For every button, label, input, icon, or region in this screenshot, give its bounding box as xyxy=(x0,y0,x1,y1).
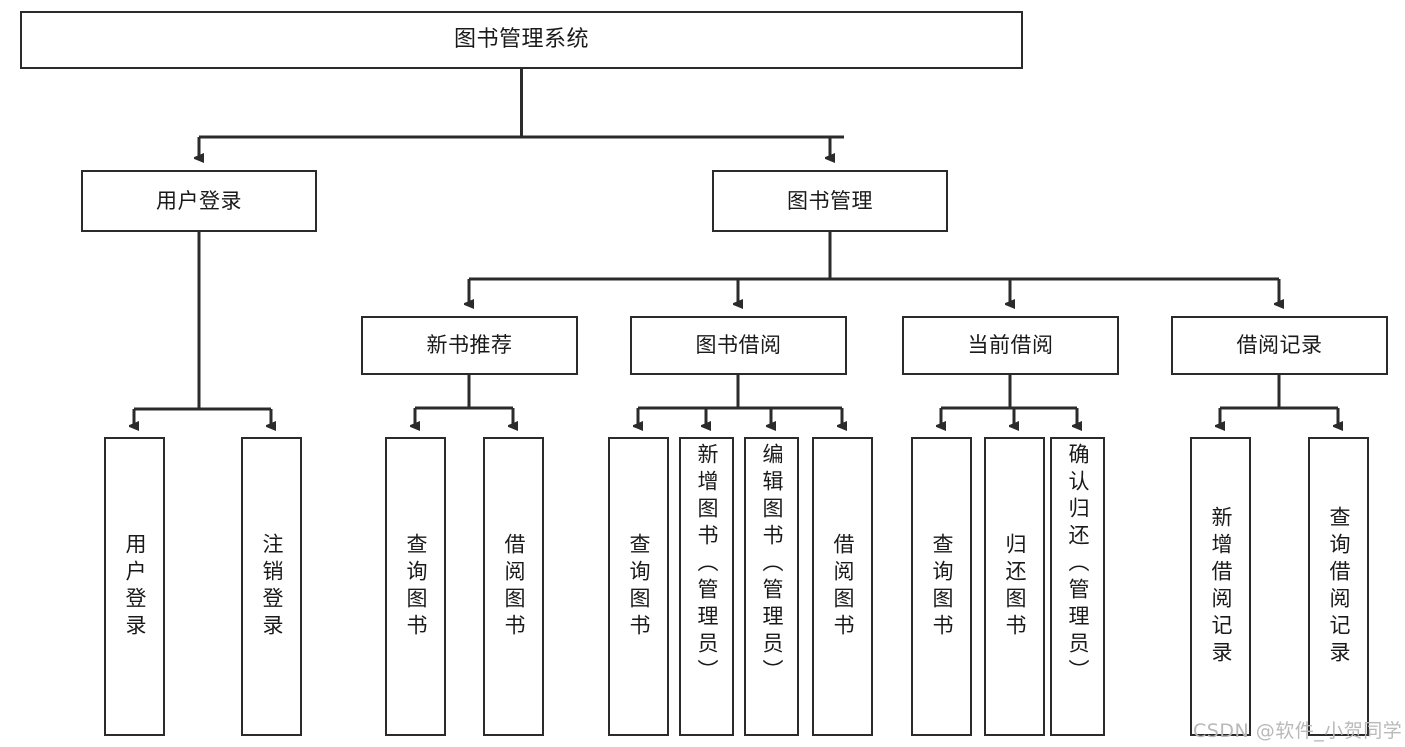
leaf-borrow-book[interactable]: 借阅图书 xyxy=(812,437,873,736)
node-label: 新增借阅记录 xyxy=(1209,505,1233,668)
leaf-query-borrow-record[interactable]: 查询借阅记录 xyxy=(1308,437,1369,736)
leaf-return-book[interactable]: 归还图书 xyxy=(984,437,1045,736)
node-label: 借阅记录 xyxy=(1236,333,1323,358)
leaf-add-book-admin[interactable]: 新增图书（管理员） xyxy=(679,437,734,736)
leaf-confirm-return-admin[interactable]: 确认归还（管理员） xyxy=(1050,437,1105,736)
leaf-query-book-current[interactable]: 查询图书 xyxy=(911,437,972,736)
node-new-book-recommendation[interactable]: 新书推荐 xyxy=(361,316,578,375)
leaf-add-borrow-record[interactable]: 新增借阅记录 xyxy=(1190,437,1251,736)
node-label: 新书推荐 xyxy=(426,333,513,358)
node-user-login[interactable]: 用户登录 xyxy=(81,170,317,232)
node-label: 图书管理系统 xyxy=(453,27,589,53)
node-label: 注销登录 xyxy=(260,532,284,641)
node-label: 用户登录 xyxy=(156,188,242,213)
node-current-borrow[interactable]: 当前借阅 xyxy=(902,316,1119,375)
node-label: 图书借阅 xyxy=(695,333,782,358)
leaf-borrow-book-recommendation[interactable]: 借阅图书 xyxy=(483,437,544,736)
node-label: 查询借阅记录 xyxy=(1327,505,1351,668)
node-label: 新增图书（管理员） xyxy=(695,443,719,686)
node-borrow-record[interactable]: 借阅记录 xyxy=(1171,316,1388,375)
leaf-logout[interactable]: 注销登录 xyxy=(241,437,302,736)
node-label: 确认归还（管理员） xyxy=(1066,443,1090,686)
node-label: 图书管理 xyxy=(787,188,873,213)
node-label: 查询图书 xyxy=(404,532,428,641)
leaf-edit-book-admin[interactable]: 编辑图书（管理员） xyxy=(744,437,799,736)
node-label: 借阅图书 xyxy=(502,532,526,641)
leaf-query-book[interactable]: 查询图书 xyxy=(608,437,669,736)
leaf-user-login[interactable]: 用户登录 xyxy=(104,437,165,736)
watermark-text: CSDN @软件_小贺同学 xyxy=(1193,720,1403,742)
node-label: 归还图书 xyxy=(1003,532,1027,641)
node-label: 用户登录 xyxy=(123,532,147,641)
node-label: 查询图书 xyxy=(930,532,954,641)
node-label: 当前借阅 xyxy=(967,333,1054,358)
node-book-management[interactable]: 图书管理 xyxy=(712,170,948,232)
node-label: 查询图书 xyxy=(627,532,651,641)
node-root[interactable]: 图书管理系统 xyxy=(20,11,1023,69)
node-label: 借阅图书 xyxy=(831,532,855,641)
node-label: 编辑图书（管理员） xyxy=(760,443,784,686)
node-book-borrow[interactable]: 图书借阅 xyxy=(630,316,847,375)
leaf-query-book-recommendation[interactable]: 查询图书 xyxy=(385,437,446,736)
